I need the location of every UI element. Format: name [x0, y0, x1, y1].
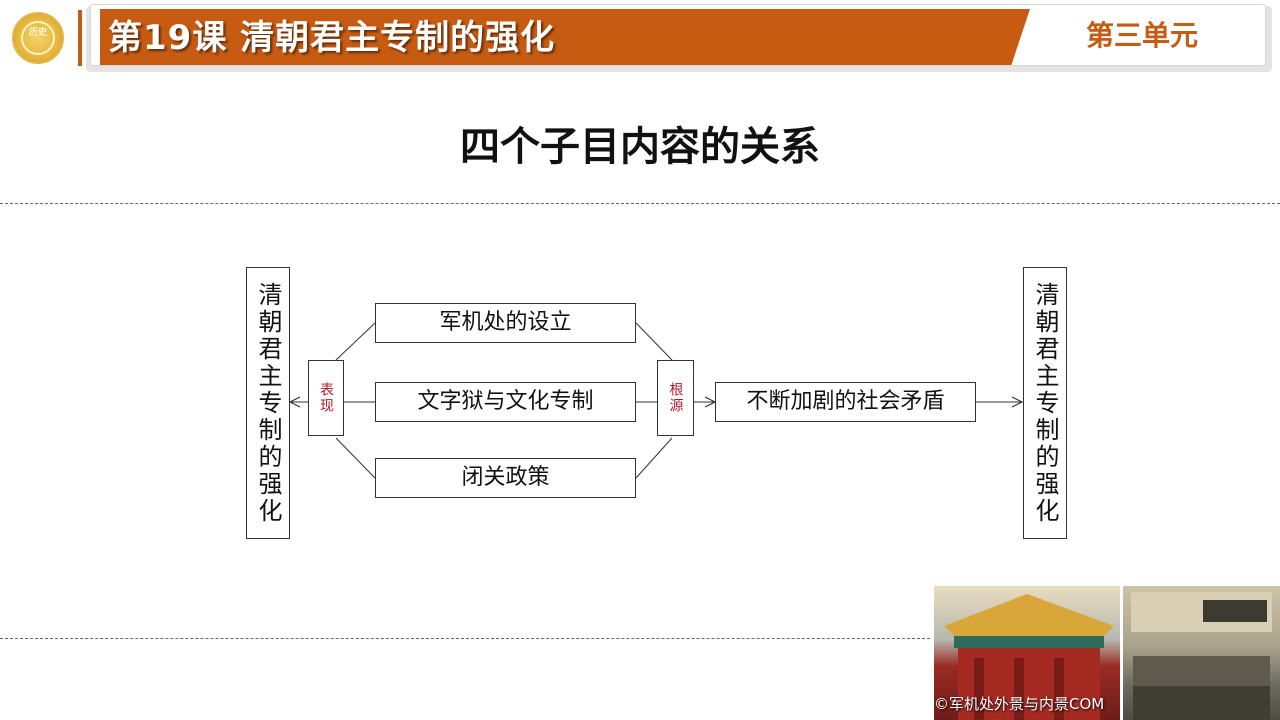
palace-building-icon: [944, 594, 1114, 720]
grand-council-interior-photo: [1123, 586, 1280, 720]
left-summary-box: 清朝君主专制的强化: [246, 267, 290, 539]
title-banner: [100, 9, 1030, 65]
unit-label: 第三单元: [1086, 19, 1199, 52]
divider-top: [0, 203, 1280, 204]
relation-label-manifestation: 表现: [308, 360, 344, 436]
right-summary-box: 清朝君主专制的强化: [1023, 267, 1067, 539]
relation-label-root-cause: 根源: [657, 360, 694, 436]
item-closed-door-policy: 闭关政策: [375, 458, 636, 498]
item-grand-council: 军机处的设立: [375, 303, 636, 343]
page-title: 四个子目内容的关系: [460, 124, 820, 170]
interior-room-icon: [1131, 592, 1272, 720]
grand-council-exterior-photo: [934, 586, 1120, 720]
header-accent-bar: [78, 10, 82, 66]
logo-text: 历史: [21, 21, 55, 55]
lesson-title: 第19课 清朝君主专制的强化: [108, 18, 556, 58]
result-box: 不断加剧的社会矛盾: [715, 382, 976, 422]
divider-bottom: [0, 638, 930, 639]
school-logo-icon: 历史: [12, 12, 64, 64]
item-literary-inquisition: 文字狱与文化专制: [375, 382, 636, 422]
photo-caption: ©军机处外景与内景COM: [934, 695, 1105, 713]
